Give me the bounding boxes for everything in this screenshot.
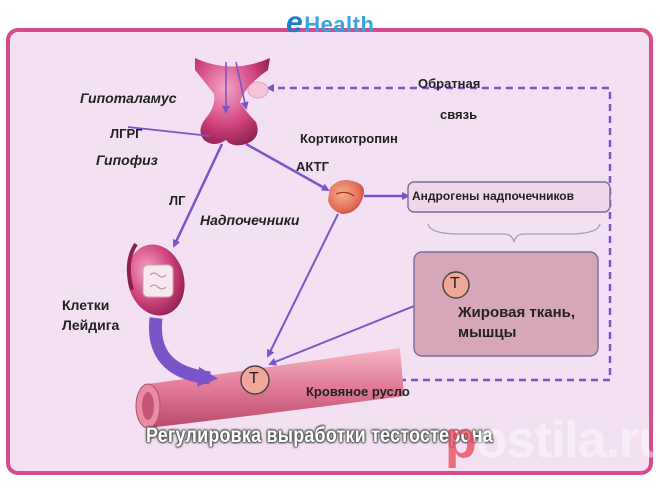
- arrow-lg-to-testis: [172, 143, 224, 248]
- label-t-blood: T: [249, 370, 259, 387]
- label-feedback-line2: связь: [440, 107, 478, 122]
- testis-icon: [126, 242, 185, 316]
- blood-vessel: [135, 348, 404, 429]
- caption: Регулировка выработки тестостерона: [146, 424, 493, 447]
- pituitary-gland-icon: [195, 58, 270, 146]
- ehealth-logo: eHealth: [286, 6, 375, 39]
- label-corticotropin: Кортикотропин: [300, 131, 398, 146]
- testosterone-circle-fat: [442, 271, 470, 299]
- label-hypothalamus: Гипоталамус: [80, 90, 177, 106]
- label-feedback-line1: Обратная: [418, 76, 481, 91]
- label-leydig-line2: Лейдига: [62, 317, 120, 333]
- label-leydig-line1: Клетки: [62, 297, 110, 313]
- watermark: postila.ru: [445, 411, 660, 469]
- arrow-adrenal-to-blood: [267, 213, 339, 358]
- label-fat-line2: мышцы: [458, 324, 517, 341]
- arrow-actg-to-adrenal: [245, 142, 330, 192]
- adrenal-androgens-box: [407, 181, 611, 213]
- feedback-dashed-line: [255, 84, 612, 382]
- label-bloodstream: Кровяное русло: [306, 384, 410, 399]
- label-lg: ЛГ: [169, 193, 186, 208]
- label-lgrg: ЛГРГ: [110, 126, 143, 141]
- adrenal-gland-icon: [328, 180, 364, 214]
- label-actg: АКТГ: [296, 159, 329, 174]
- label-adrenal-androgens: Андрогены надпочечников: [412, 189, 574, 203]
- arrow-testis-to-blood: [148, 317, 218, 387]
- label-fat-line1: Жировая ткань,: [458, 304, 576, 321]
- label-t-fat: T: [450, 275, 460, 292]
- label-pituitary: Гипофиз: [96, 152, 158, 168]
- testosterone-circle-blood: [240, 365, 270, 395]
- arrow-lgrg: [127, 126, 211, 137]
- androgens-brace: [427, 223, 601, 243]
- label-adrenals: Надпочечники: [200, 212, 300, 228]
